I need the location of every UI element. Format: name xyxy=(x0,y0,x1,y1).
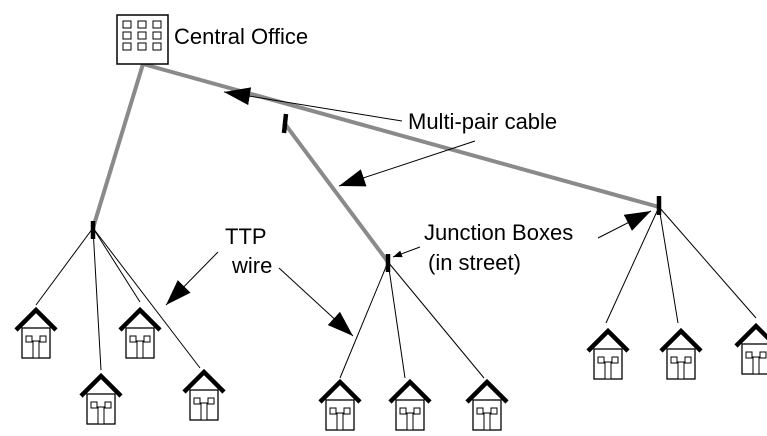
cable-co-to-junction-right xyxy=(142,62,660,209)
house-icon xyxy=(736,326,767,374)
splice-point xyxy=(281,113,289,134)
cable-splice-to-junction-middle xyxy=(283,122,390,264)
arrow-junction-middle xyxy=(392,246,421,258)
arrow-ttp-right xyxy=(278,267,354,337)
multipair-cables xyxy=(91,62,660,264)
ttp-wires xyxy=(35,206,757,379)
junction-boxes-label: Junction Boxes xyxy=(424,220,573,245)
house-icon xyxy=(661,331,701,379)
building-icon xyxy=(116,14,169,65)
wire-label: wire xyxy=(231,253,272,278)
house-icon xyxy=(588,331,628,379)
house-icon xyxy=(81,376,121,424)
cable-co-to-junction-left xyxy=(91,63,145,229)
arrow-multipair-to-middle-cable xyxy=(338,140,476,187)
junction-boxes xyxy=(90,113,662,272)
labels: Central Office Multi-pair cable TTP wire… xyxy=(174,24,573,278)
arrow-ttp-left xyxy=(165,251,219,306)
arrow-multipair-to-co-cable xyxy=(223,87,403,122)
house-icon xyxy=(390,382,430,430)
annotation-arrows xyxy=(165,87,652,337)
central-office-label: Central Office xyxy=(174,24,308,49)
multipair-cable-label: Multi-pair cable xyxy=(408,109,557,134)
house-icon xyxy=(120,310,160,358)
house-icon xyxy=(467,382,507,430)
in-street-label: (in street) xyxy=(428,250,521,275)
ttp-label: TTP xyxy=(225,224,267,249)
house-icon xyxy=(184,372,224,420)
arrow-junction-right xyxy=(597,210,652,239)
houses xyxy=(16,310,767,430)
house-icon xyxy=(320,382,360,430)
house-icon xyxy=(16,310,56,358)
